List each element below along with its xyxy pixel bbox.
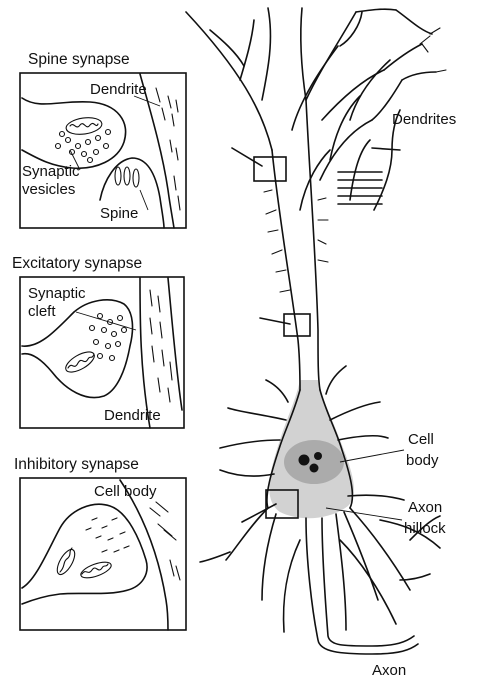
inhibitory-synapse-axon bbox=[242, 504, 276, 522]
axon-hillock-label-1: Axon bbox=[408, 499, 442, 516]
inhibitory-flattened-vesicles bbox=[86, 518, 129, 552]
cell-body-label: Cell body bbox=[94, 483, 157, 500]
excitatory-vesicles bbox=[90, 314, 127, 361]
nucleolus-3 bbox=[310, 464, 319, 473]
cell-body-label-1: Cell bbox=[408, 431, 434, 448]
dendrite-label: Dendrite bbox=[90, 81, 147, 98]
synaptic-cleft-pointer bbox=[76, 312, 136, 330]
inhibitory-synapse-panel: Inhibitory synapse Cell body bbox=[14, 456, 186, 630]
excitatory-synapse-title: Excitatory synapse bbox=[12, 255, 142, 272]
spine-synapse-panel: Spine synapse bbox=[20, 51, 186, 228]
synaptic-cleft-label-2: cleft bbox=[28, 303, 56, 320]
apical-dendrite-right bbox=[306, 100, 320, 390]
nucleolus-1 bbox=[299, 455, 310, 466]
axon-right bbox=[322, 518, 414, 646]
excitatory-dendrite-outline-right bbox=[168, 278, 182, 410]
dendritic-spines bbox=[264, 28, 446, 292]
excitatory-synapse-panel: Excitatory synapse Synaptic bbox=[12, 255, 184, 428]
synaptic-vesicles-label-1: Synaptic bbox=[22, 163, 80, 180]
axon-collateral-right bbox=[340, 540, 396, 624]
axon-hillock-pointer bbox=[326, 508, 402, 520]
axon-collateral-left bbox=[284, 540, 300, 632]
nucleolus-2 bbox=[314, 452, 322, 460]
dendrites-label: Dendrites bbox=[392, 111, 456, 128]
cell-body-pointer bbox=[340, 450, 404, 462]
excitatory-dendrite-microtubules bbox=[150, 290, 172, 402]
spine-synapse-highlight bbox=[254, 157, 286, 181]
excitatory-mitochondrion bbox=[63, 348, 98, 376]
spine-pointer bbox=[140, 190, 148, 210]
mitochondrion bbox=[65, 116, 103, 137]
excitatory-dendrite-label: Dendrite bbox=[104, 407, 161, 424]
neuron: Dendrites Cell body Axon hillock Axon bbox=[186, 8, 456, 679]
inhibitory-presynaptic-terminal bbox=[22, 504, 147, 604]
inhibitory-synapse-title: Inhibitory synapse bbox=[14, 456, 139, 473]
axon-label: Axon bbox=[372, 662, 406, 679]
nucleus bbox=[284, 440, 344, 484]
excitatory-dendrite-outline-left bbox=[140, 278, 150, 428]
incoming-axons bbox=[338, 148, 400, 204]
spine-label: Spine bbox=[100, 205, 138, 222]
synaptic-vesicles-label-2: vesicles bbox=[22, 181, 75, 198]
synaptic-cleft-label-1: Synaptic bbox=[28, 285, 86, 302]
inhibitory-mitochondria bbox=[54, 547, 113, 581]
spine-apparatus bbox=[115, 167, 139, 187]
cell-body-texture bbox=[150, 502, 180, 580]
cell-body-label-2: body bbox=[406, 452, 439, 469]
excitatory-synapse-axon bbox=[260, 318, 290, 324]
inhibitory-synapse-frame bbox=[20, 478, 186, 630]
axon-hillock-label-2: hillock bbox=[404, 520, 446, 537]
spine-synapse-title: Spine synapse bbox=[28, 51, 130, 68]
